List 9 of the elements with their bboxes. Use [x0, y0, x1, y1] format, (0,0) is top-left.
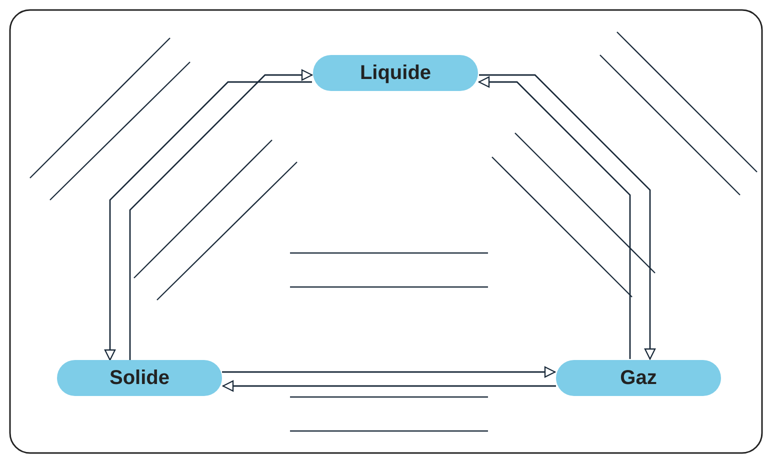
state-pill: Solide	[57, 360, 222, 396]
arrow	[478, 76, 631, 359]
arrow	[104, 81, 312, 361]
arrow	[129, 69, 313, 360]
arrow	[479, 74, 656, 360]
arrow	[222, 380, 556, 392]
arrow	[222, 366, 556, 378]
state-pill: Liquide	[313, 55, 478, 91]
state-pill: Gaz	[556, 360, 721, 396]
